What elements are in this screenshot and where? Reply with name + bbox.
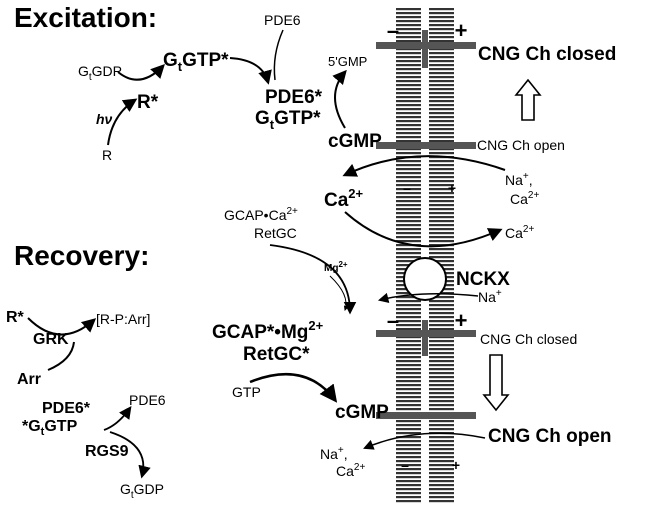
nckx-label: NCKX bbox=[456, 269, 510, 290]
gt-gdp-label: GtGDP bbox=[78, 63, 122, 83]
r-star-recovery-label: R* bbox=[6, 309, 25, 326]
plus-sign-3: + bbox=[455, 308, 468, 333]
arrow-gtgtp-to-pde6star bbox=[229, 57, 272, 85]
membrane-leaflet-left bbox=[396, 8, 421, 503]
na-bottom-label: Na+, bbox=[320, 445, 348, 462]
pde6-label: PDE6 bbox=[264, 12, 301, 28]
arrow-mg bbox=[329, 275, 349, 311]
cgmp-excitation-label: cGMP bbox=[328, 131, 382, 152]
five-gmp-label: 5'GMP bbox=[328, 54, 367, 69]
nckx-exchanger bbox=[403, 257, 447, 301]
cng-closed-top-label: CNG Ch closed bbox=[478, 44, 616, 65]
minus-sign-2: – bbox=[403, 180, 411, 196]
ca-center-label: Ca2+ bbox=[324, 186, 364, 211]
arrow-cation-influx-bottom bbox=[363, 432, 486, 450]
membrane bbox=[376, 8, 476, 503]
arrow-cation-influx bbox=[342, 155, 506, 177]
pde6-gt-gtp-star-label: GtGTP* bbox=[255, 108, 321, 132]
arrow-na-influx bbox=[377, 292, 479, 304]
gt-gtp-star-label: GtGTP* bbox=[163, 50, 229, 74]
membrane-potential-signs: – + – + – + – + bbox=[387, 18, 468, 473]
cng-closed-mid-label: CNG Ch closed bbox=[480, 331, 577, 347]
gcap-ca-label: GCAP•Ca2+ bbox=[224, 206, 298, 223]
channel-plug-mid bbox=[422, 320, 428, 356]
channel-bar-2 bbox=[376, 142, 476, 149]
minus-sign-top: – bbox=[387, 18, 399, 43]
ca-efflux-label: Ca2+ bbox=[505, 224, 534, 241]
channel-bar-4 bbox=[376, 412, 476, 419]
arrow-cgmp-to-5gmp bbox=[332, 69, 347, 129]
gt-gdp-recovery-label: GtGDP bbox=[120, 481, 164, 501]
arrow-r-to-rparr bbox=[27, 317, 97, 336]
pde6-recovery-label: PDE6 bbox=[129, 392, 166, 408]
r-p-arr-label: [R-P:Arr] bbox=[96, 311, 150, 327]
pde6-star-label: PDE6* bbox=[265, 87, 323, 108]
gcap-mg-label: GCAP*•Mg2+ bbox=[212, 318, 324, 343]
cng-open-bottom-label: CNG Ch open bbox=[488, 426, 612, 447]
arrow-r-to-rstar bbox=[107, 98, 138, 146]
channel-plug-top bbox=[422, 30, 428, 68]
membrane-leaflet-right bbox=[429, 8, 454, 503]
minus-sign-4: – bbox=[401, 457, 409, 473]
pde6-star-recovery-label: PDE6* bbox=[42, 400, 91, 417]
gtp-label: GTP bbox=[232, 384, 261, 400]
arr-label: Arr bbox=[17, 371, 41, 388]
rgs9-label: RGS9 bbox=[85, 443, 129, 460]
excitation-title: Excitation: bbox=[14, 2, 157, 33]
arrow-gtp-to-cgmp bbox=[249, 372, 338, 403]
hollow-arrow-up bbox=[514, 78, 542, 121]
arrow-ca-efflux bbox=[344, 211, 503, 248]
na-ca-right-label: Na+, bbox=[505, 171, 533, 188]
arrow-gtgdp-to-gtgtp bbox=[117, 63, 165, 81]
retgc-label: RetGC bbox=[254, 225, 297, 241]
arrow-split-to-pde6 bbox=[103, 405, 132, 431]
arrow-arr-join bbox=[47, 341, 75, 371]
arrow-split-to-gtgdp bbox=[109, 431, 151, 479]
cgmp-recovery-label: cGMP bbox=[335, 402, 389, 423]
minus-sign-3: – bbox=[387, 308, 399, 333]
retgc-star-label: RetGC* bbox=[243, 344, 310, 365]
plus-sign-4: + bbox=[452, 457, 460, 473]
na-nckx-label: Na+ bbox=[478, 288, 502, 305]
ca-right-label: Ca2+ bbox=[510, 190, 539, 207]
ca-bottom-label: Ca2+ bbox=[336, 462, 365, 479]
r-star-label: R* bbox=[137, 92, 159, 113]
arrow-gcap-conversion bbox=[269, 244, 357, 315]
gt-gtp-recovery-label: *GtGTP bbox=[22, 418, 78, 438]
plus-sign-top: + bbox=[455, 18, 468, 43]
hollow-arrow-down bbox=[482, 354, 510, 412]
recovery-title: Recovery: bbox=[14, 240, 149, 271]
cng-open-mid-label: CNG Ch open bbox=[477, 137, 565, 153]
hv-label: hν bbox=[96, 111, 113, 127]
r-label: R bbox=[102, 147, 112, 163]
arrow-pde6-to-pde6star bbox=[273, 29, 284, 81]
plus-sign-2: + bbox=[448, 180, 456, 196]
